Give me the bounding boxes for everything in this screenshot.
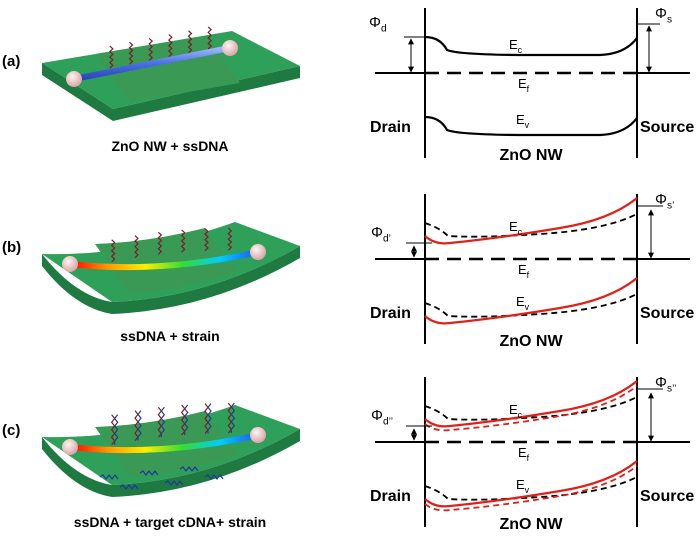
free-target-cdna	[164, 480, 184, 486]
barrier-label-drain: Φd’	[371, 224, 391, 245]
ssdna-strand	[134, 235, 139, 259]
ssdna-strand	[167, 34, 173, 58]
barrier-label-source: Φs’’	[655, 374, 676, 395]
ssdna-strand	[227, 227, 233, 251]
barrier-label-drain: Φd	[369, 14, 387, 35]
strained-conduction-band	[424, 197, 638, 245]
ssdna-strand	[110, 239, 116, 263]
strained-valence-band	[424, 460, 638, 508]
source-label: Source	[640, 119, 694, 136]
panel-caption: ssDNA + target cDNA+ strain	[74, 514, 266, 530]
drain-label: Drain	[370, 119, 411, 136]
drain-electrode	[62, 256, 78, 272]
substrate-side	[42, 437, 112, 497]
cdna-strand	[230, 402, 236, 434]
strained-conduction-band	[424, 380, 638, 428]
source-electrode	[250, 244, 266, 260]
substrate-side	[42, 63, 113, 121]
channel-region	[95, 228, 238, 294]
free-target-cdna	[139, 470, 159, 476]
panel-label: (c)	[2, 422, 20, 439]
cdna-strand	[183, 404, 189, 435]
substrate-front	[112, 429, 300, 497]
ssdna-strand	[110, 414, 116, 446]
cdna-strand	[160, 406, 166, 438]
nanowire-label: ZnO NW	[499, 333, 563, 350]
zno-nanowire	[71, 45, 233, 82]
nanowire-label: ZnO NW	[499, 147, 563, 164]
strained-hybrid-valence-band	[424, 465, 638, 512]
fermi-level-label: Ef	[518, 445, 530, 463]
ssdna-strand	[157, 231, 163, 255]
device-illustration-2: (b) ssDNA + strain	[2, 222, 300, 344]
ssdna-strand	[204, 403, 209, 435]
fermi-level-label: Ef	[518, 262, 530, 280]
ssdna-strand	[157, 406, 163, 438]
nanowire-label: ZnO NW	[499, 516, 563, 533]
conduction-band-label: Ec	[509, 37, 523, 55]
zno-nanowire	[67, 249, 261, 271]
panel-caption: ssDNA + strain	[120, 328, 219, 344]
panel-caption: ZnO NW + ssDNA	[111, 138, 228, 154]
ssdna-strand	[227, 402, 233, 434]
valence-band-label: Ev	[516, 112, 530, 130]
drain-label: Drain	[370, 488, 411, 505]
free-target-cdna	[119, 484, 139, 490]
free-target-cdna	[204, 474, 224, 480]
strained-hybrid-conduction-band	[424, 385, 638, 432]
substrate-front	[112, 246, 300, 314]
ssdna-strand	[108, 45, 114, 69]
conduction-band-label: Ec	[509, 219, 523, 237]
ssdna-strand	[128, 41, 134, 65]
ssdna-strand	[207, 26, 213, 50]
zno-nanowire	[67, 432, 261, 454]
device-illustration-1: (a) ZnO NW + ssDNA	[2, 26, 300, 154]
channel-region	[95, 411, 238, 477]
substrate-front	[113, 66, 300, 121]
cdna-strand	[207, 403, 212, 434]
panel-label: (a)	[2, 53, 20, 70]
strained-valence-band	[424, 277, 638, 325]
ssdna-strand	[180, 404, 186, 436]
cdna-strand	[113, 414, 119, 445]
conduction-band	[424, 35, 638, 57]
source-electrode	[222, 40, 238, 56]
valence-band-label: Ev	[516, 477, 530, 495]
ssdna-strand	[148, 37, 154, 61]
barrier-label-source: Φs’	[655, 191, 674, 212]
valence-band-label: Ev	[516, 294, 530, 312]
valence-band	[424, 115, 638, 137]
barrier-label-source: Φs	[655, 5, 672, 26]
source-label: Source	[640, 488, 694, 505]
drain-label: Drain	[370, 305, 411, 322]
cdna-strand	[137, 410, 142, 441]
drain-electrode	[66, 71, 82, 87]
barrier-label-drain: Φd’’	[371, 407, 393, 428]
ssdna-strand	[204, 228, 209, 252]
device-illustration-3: (c) ssDNA + target cDNA+ strain	[2, 402, 300, 530]
drain-electrode	[62, 439, 78, 455]
conduction-band-label: Ec	[509, 402, 523, 420]
fermi-level-label: Ef	[518, 76, 530, 94]
free-target-cdna	[99, 474, 119, 480]
free-target-cdna	[179, 466, 199, 472]
ssdna-strand	[180, 229, 186, 253]
ssdna-strand	[187, 30, 193, 54]
source-electrode	[250, 427, 266, 443]
source-label: Source	[640, 305, 694, 322]
ssdna-strand	[134, 410, 139, 442]
substrate-side	[42, 254, 112, 314]
panel-label: (b)	[2, 239, 21, 256]
